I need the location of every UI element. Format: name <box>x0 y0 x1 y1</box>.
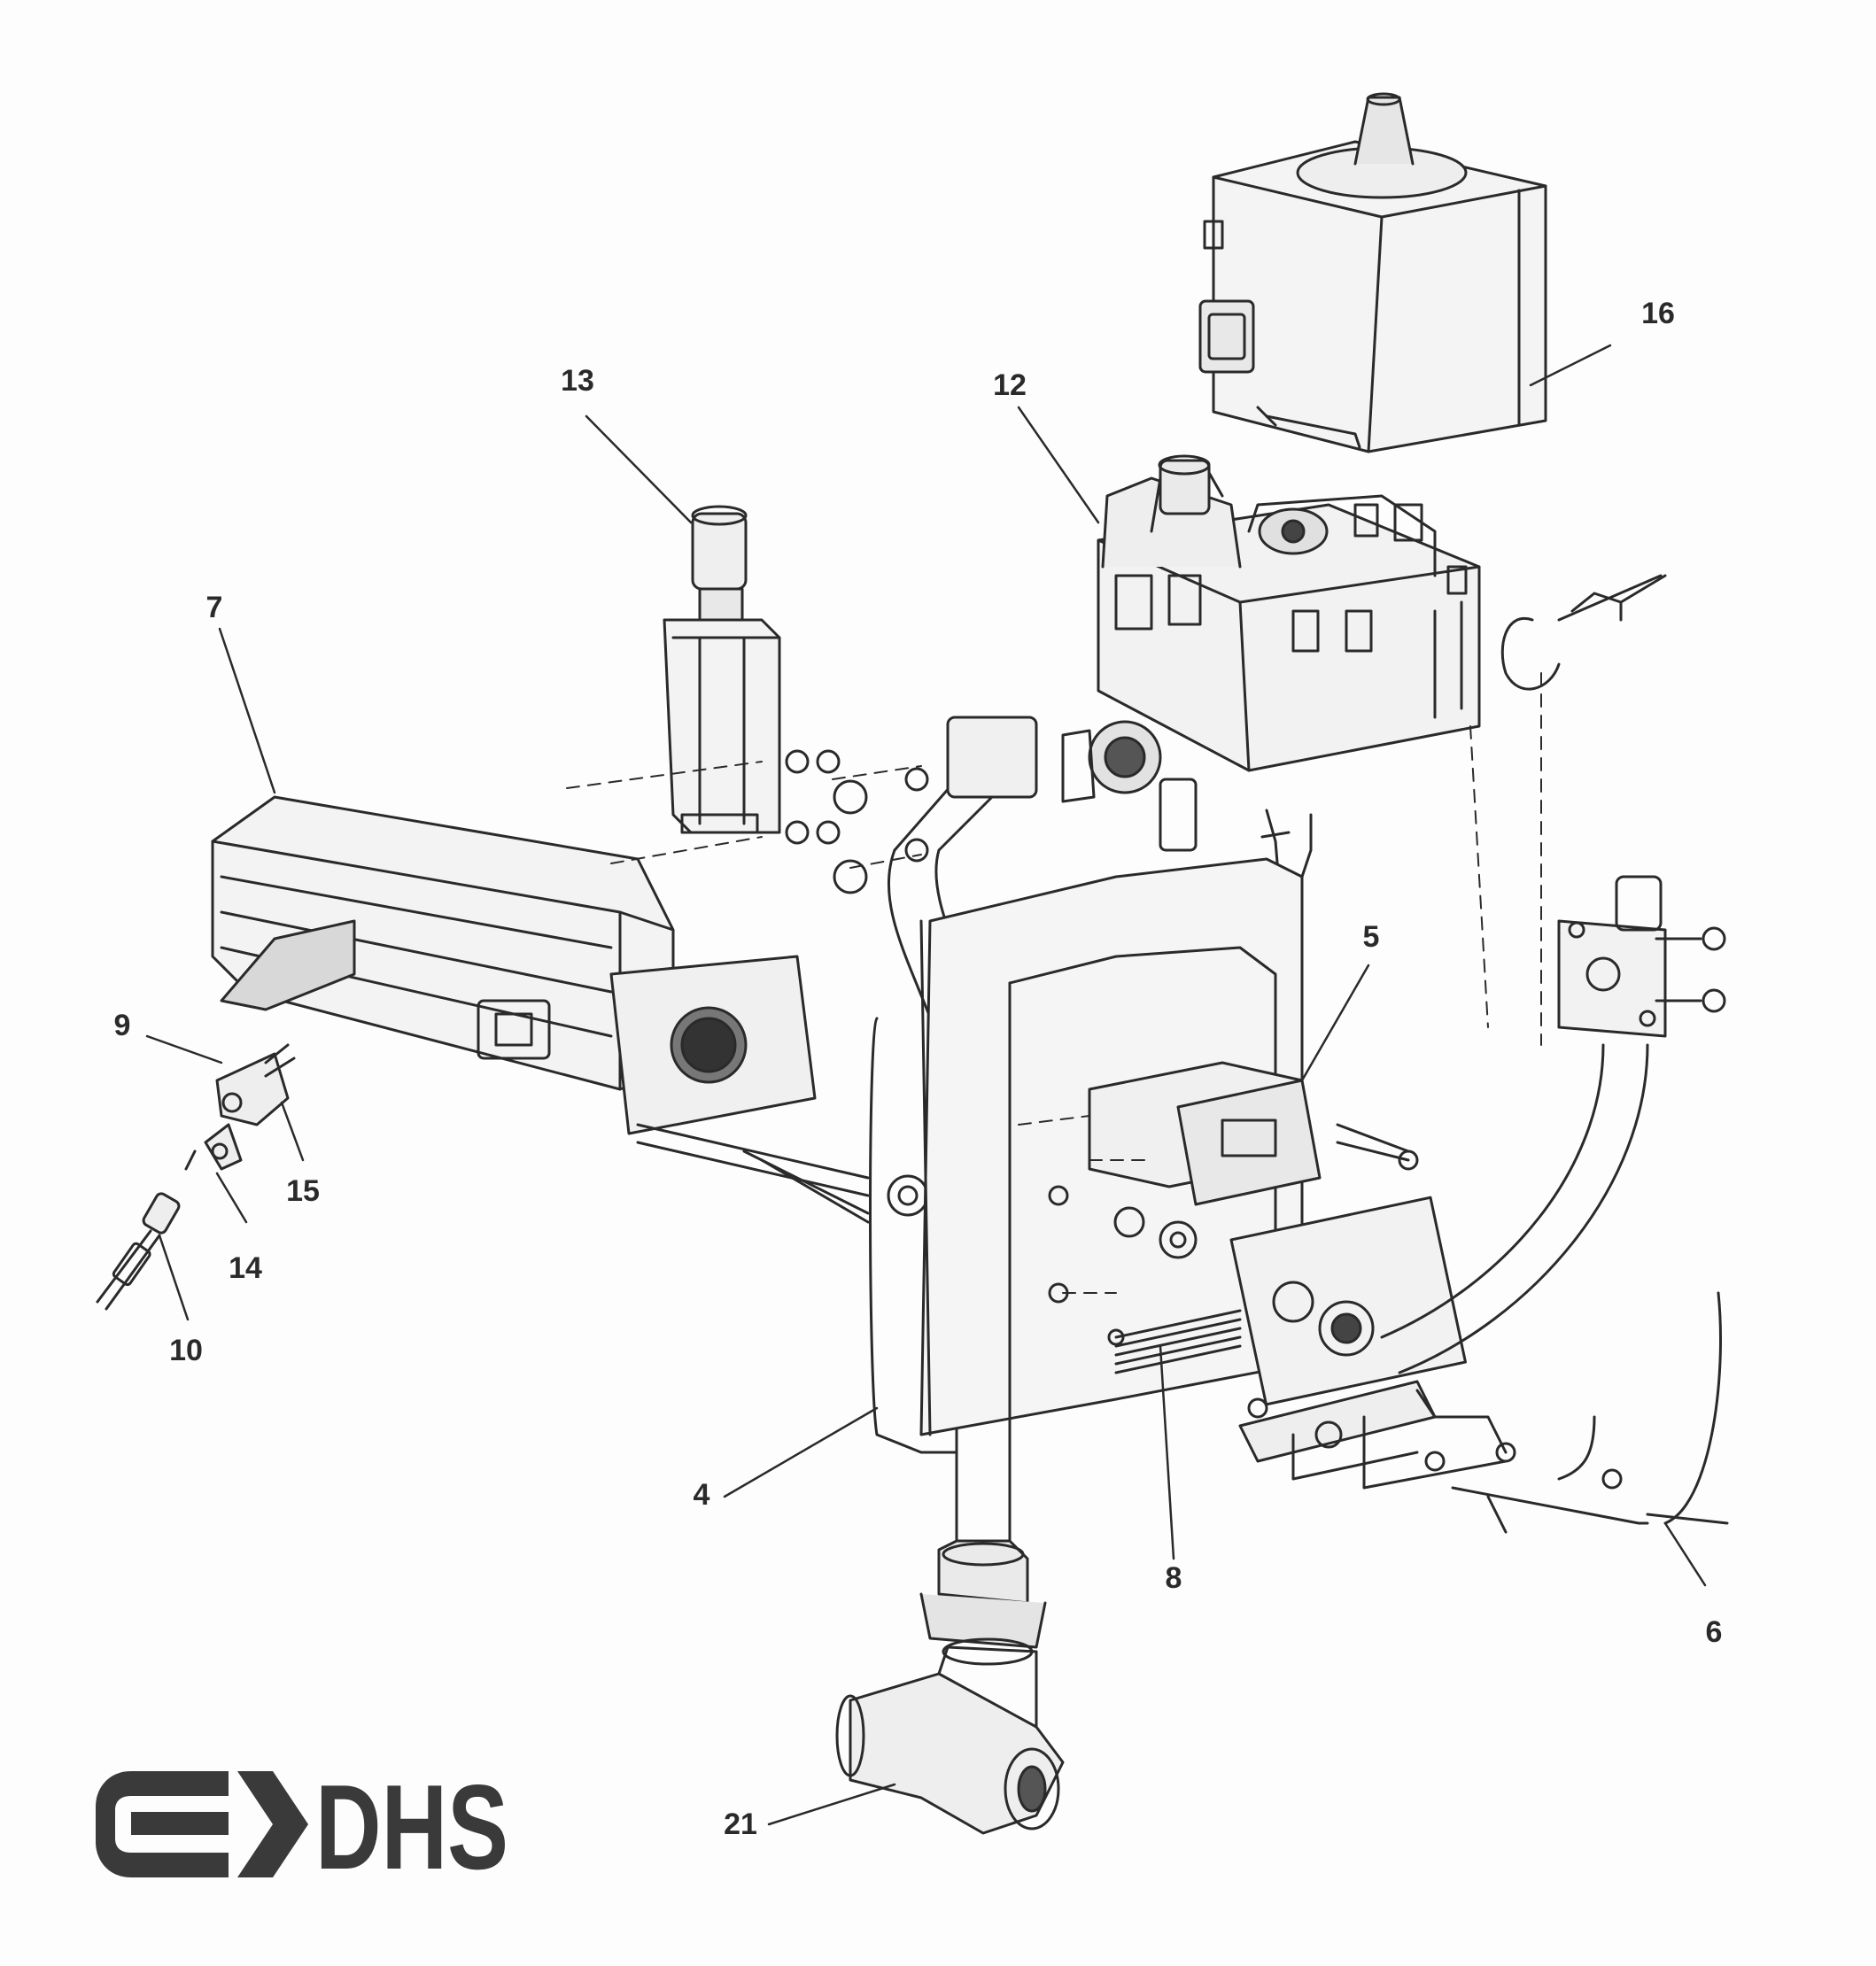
leader-5 <box>1300 964 1370 1082</box>
leader-12 <box>1017 406 1100 524</box>
electrode-set-part-8 <box>1107 1196 1467 1406</box>
burner-part-7 <box>211 795 870 1224</box>
leader-10 <box>158 1234 190 1321</box>
part-number-8: 8 <box>1165 1561 1182 1595</box>
part-number-9: 9 <box>113 1009 131 1042</box>
part-number-4: 4 <box>693 1478 710 1512</box>
leader-21 <box>767 1783 896 1826</box>
leader-15 <box>280 1101 305 1162</box>
leader-8 <box>1159 1344 1175 1560</box>
part-number-10: 10 <box>169 1334 203 1367</box>
leader-16 <box>1529 344 1612 387</box>
electrode-parts-9-14-15 <box>184 1043 296 1171</box>
part-number-15: 15 <box>286 1174 320 1208</box>
logo-text: DHS <box>315 1771 508 1877</box>
leader-14 <box>215 1172 248 1224</box>
t-fitting-part-21 <box>835 1637 1065 1835</box>
part-number-6: 6 <box>1705 1615 1723 1649</box>
leader-4 <box>723 1406 879 1498</box>
part-number-13: 13 <box>561 364 594 398</box>
dhs-logo: DHS <box>96 1771 508 1877</box>
part-number-16: 16 <box>1641 297 1675 330</box>
part-number-12: 12 <box>993 368 1027 402</box>
part-number-21: 21 <box>724 1807 757 1841</box>
leader-9 <box>145 1034 223 1064</box>
control-box-part-16 <box>1198 92 1547 453</box>
arrow-bracket-icon <box>96 1771 308 1877</box>
part-number-7: 7 <box>205 591 223 624</box>
leader-lines <box>145 344 1707 1826</box>
gasket-plate-part-5 <box>1088 1061 1419 1259</box>
assembly-guide-lines <box>566 672 1542 1294</box>
leader-13 <box>585 414 693 524</box>
part-number-14: 14 <box>229 1251 262 1285</box>
wire-part-10 <box>96 1192 181 1311</box>
leader-6 <box>1663 1521 1707 1587</box>
water-pipe <box>1380 574 1726 1374</box>
gas-valve-part-12 <box>1061 454 1481 949</box>
bracket-part-6 <box>1238 1291 1729 1534</box>
ignition-unit-part-13 <box>663 505 841 845</box>
leader-7 <box>218 627 276 794</box>
part-number-5: 5 <box>1362 920 1380 954</box>
